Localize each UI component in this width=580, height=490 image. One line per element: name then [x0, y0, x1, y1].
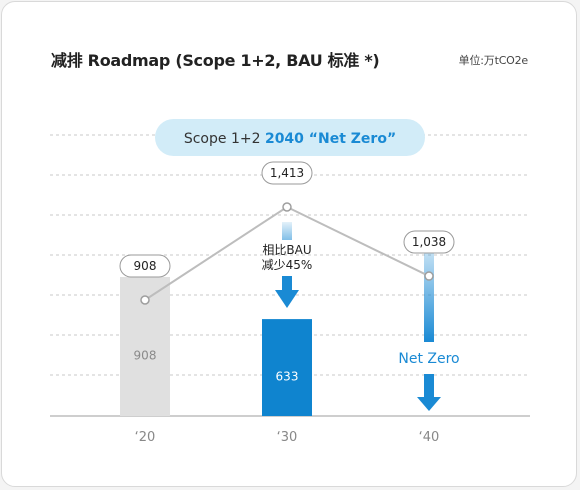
bau-value-label: 1,038	[412, 235, 446, 249]
bau-point	[140, 295, 150, 305]
reduction-label-line2: 减少45%	[262, 258, 313, 272]
bau-value-bubble	[119, 254, 171, 278]
bau-point	[424, 271, 434, 281]
bau-point	[282, 202, 292, 212]
chart-title: 减排 Roadmap (Scope 1+2, BAU 标准 *)	[51, 51, 380, 70]
bar-value-label: 633	[276, 370, 299, 384]
reduction-arrow-head	[275, 290, 299, 308]
reduction-label-line1: 相比BAU	[262, 243, 311, 257]
net-zero-arrow-head	[417, 397, 441, 411]
bau-value-label: 1,413	[270, 166, 304, 180]
net-zero-arrow-shaft	[424, 238, 434, 342]
reduction-arrow-shaft	[282, 276, 292, 290]
bau-value-label: 908	[134, 259, 157, 273]
unit-label: 单位:万tCO2e	[458, 54, 529, 67]
bau-value-bubble	[261, 161, 313, 185]
bar-value-label: 908	[134, 349, 157, 363]
reduction-arrow-shaft-top	[282, 222, 292, 240]
net-zero-banner-text: Scope 1+2 2040 “Net Zero”	[184, 131, 396, 147]
x-tick-label: ‘40	[419, 430, 440, 445]
net-zero-banner	[155, 119, 425, 156]
bar-30	[262, 319, 312, 416]
net-zero-arrow-lower-shaft	[424, 374, 434, 398]
x-tick-label: ‘20	[135, 430, 156, 445]
x-tick-label: ‘30	[277, 430, 298, 445]
net-zero-label: Net Zero	[398, 351, 459, 367]
bau-value-bubble	[403, 230, 455, 254]
